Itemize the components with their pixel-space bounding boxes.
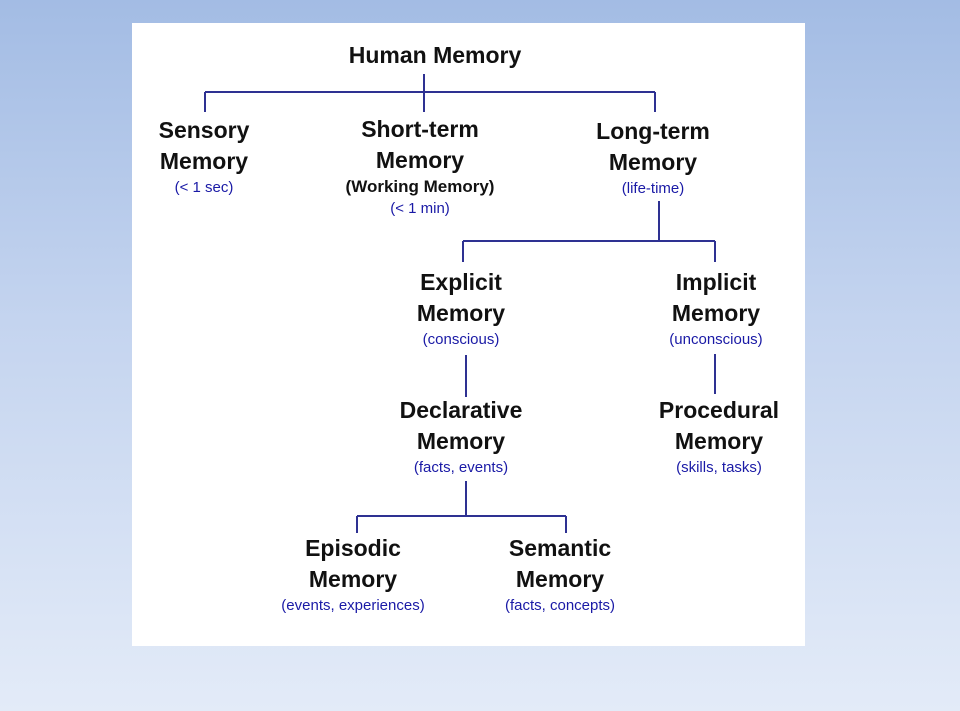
node-title: Procedural [658,397,780,423]
node-declarative-memory: Declarative Memory (facts, events) [400,395,523,479]
node-title: Semantic [508,535,612,561]
node-note: (facts, events) [413,459,509,476]
connector-declarative [356,481,567,533]
connector-long-term [462,201,716,262]
node-short-term-memory: Short-term Memory (Working Memory) (< 1 … [346,114,495,220]
node-note: (unconscious) [669,331,763,348]
node-alt-name: (Working Memory) [345,177,495,196]
node-title: Sensory [158,117,250,143]
node-note: (life-time) [621,180,685,197]
node-title: Explicit [420,269,502,295]
node-title: Episodic [305,535,401,561]
node-sensory-memory: Sensory Memory (< 1 sec) [159,115,250,199]
node-title: Memory [515,566,605,592]
node-title: Memory [674,428,764,454]
node-title: Memory [671,300,761,326]
node-note: (< 1 min) [390,200,450,217]
node-episodic-memory: Episodic Memory (events, experiences) [281,533,424,617]
node-semantic-memory: Semantic Memory (facts, concepts) [505,533,615,617]
node-title: Memory [375,147,465,173]
connector-root [204,74,656,112]
node-title: Memory [416,428,506,454]
node-title: Memory [159,148,249,174]
node-title: Memory [608,149,698,175]
node-title: Human Memory [348,42,522,68]
node-title: Memory [308,566,398,592]
node-note: (skills, tasks) [676,459,762,476]
diagram-panel [132,23,805,646]
node-title: Long-term [596,118,710,144]
node-note: (conscious) [422,331,500,348]
node-title: Declarative [399,397,523,423]
node-title: Implicit [675,269,757,295]
node-explicit-memory: Explicit Memory (conscious) [417,267,505,351]
node-note: (< 1 sec) [174,179,234,196]
node-human-memory: Human Memory [349,40,522,71]
node-note: (facts, concepts) [504,597,616,614]
node-note: (events, experiences) [281,597,425,614]
node-long-term-memory: Long-term Memory (life-time) [596,116,710,200]
node-title: Short-term [361,116,479,142]
node-title: Memory [416,300,506,326]
node-implicit-memory: Implicit Memory (unconscious) [669,267,762,351]
node-procedural-memory: Procedural Memory (skills, tasks) [659,395,779,479]
